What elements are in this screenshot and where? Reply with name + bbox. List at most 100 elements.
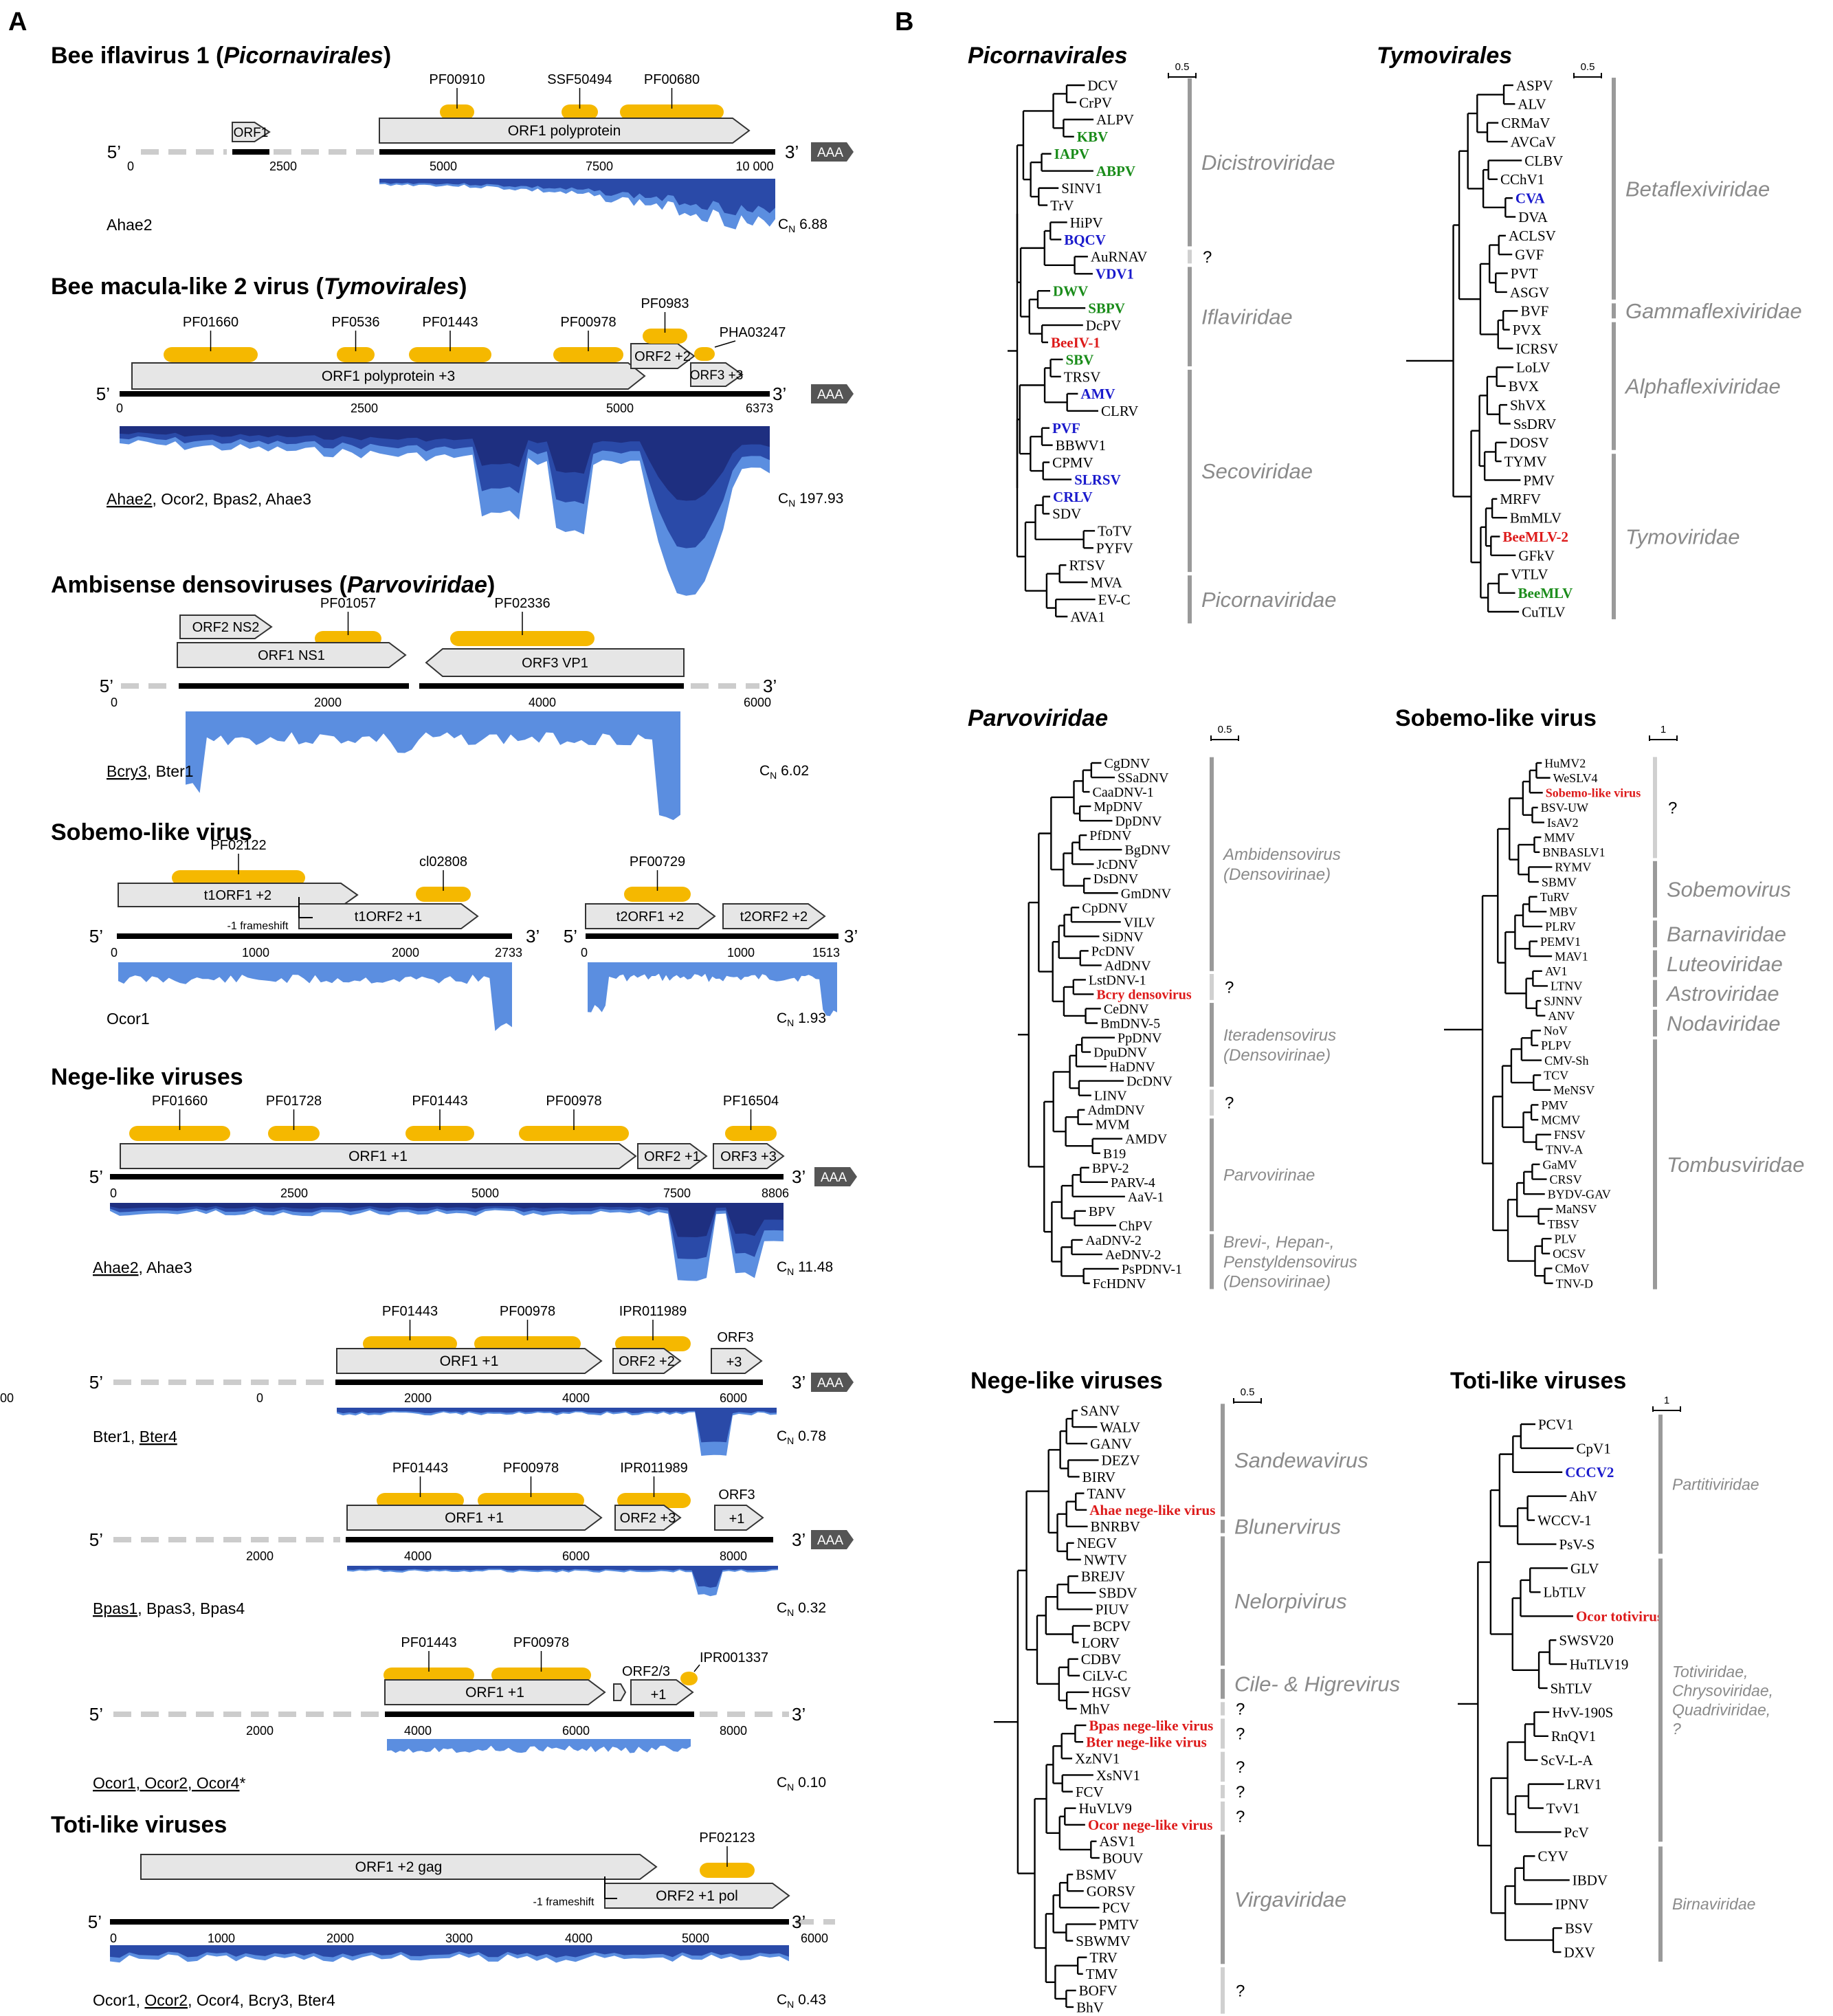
orf-arrow bbox=[722, 903, 826, 929]
family-label: Iteradensovirus bbox=[1223, 1026, 1336, 1045]
orf-arrow-label: ORF1 polyprotein bbox=[508, 123, 621, 139]
tree-leaf: CYV bbox=[1537, 1848, 1568, 1865]
tree-leaf: ASPV bbox=[1516, 77, 1553, 93]
tree-title: Tymovirales bbox=[1377, 43, 1512, 69]
scale-tick: 0 bbox=[111, 946, 118, 960]
tree-leaf: LINV bbox=[1094, 1089, 1127, 1104]
tree-leaf: CrPV bbox=[1079, 94, 1112, 111]
orf-arrow-label: t1ORF1 +2 bbox=[204, 888, 271, 903]
scale-tick: 0 bbox=[111, 696, 118, 709]
three-prime-label: 3’ bbox=[792, 1912, 806, 1932]
section-title: Toti-like viruses bbox=[51, 1812, 227, 1838]
family-bar bbox=[1221, 1404, 1225, 1517]
tree-leaf: CChV1 bbox=[1500, 171, 1544, 188]
polya-label: AAA bbox=[817, 1533, 843, 1548]
copy-number: CN 1.93 bbox=[777, 1010, 826, 1028]
tree-leaf: HiPV bbox=[1070, 214, 1103, 231]
tree-leaf: BQCV bbox=[1064, 232, 1106, 248]
scale-tick: 1000 bbox=[727, 946, 755, 960]
unassigned-mark: ? bbox=[1203, 248, 1212, 267]
coverage-plot-layer-1 bbox=[387, 1739, 691, 1753]
tree-leaf: ALPV bbox=[1096, 111, 1134, 128]
tree-leaf: SJNNV bbox=[1544, 994, 1582, 1008]
family-bar bbox=[1653, 1039, 1657, 1289]
tree-leaf: AdmDNV bbox=[1087, 1103, 1145, 1118]
orf-arrow-label: ORF3 +3 bbox=[690, 368, 744, 383]
copy-number: CN 0.10 bbox=[777, 1775, 826, 1793]
orf-arrow-label: t1ORF2 +1 bbox=[355, 909, 422, 924]
domain-PF00680 bbox=[620, 104, 724, 120]
polya-label: AAA bbox=[817, 1376, 843, 1391]
family-bar bbox=[1653, 861, 1657, 918]
unassigned-mark: ? bbox=[1236, 1725, 1245, 1744]
library-list: Ahae2, Ahae3 bbox=[93, 1259, 192, 1276]
genome-line bbox=[110, 1919, 789, 1925]
tree-leaf: PVF bbox=[1052, 420, 1080, 436]
tree-leaf: BSV-UW bbox=[1541, 801, 1588, 815]
tree-leaf: AVCaV bbox=[1511, 133, 1556, 150]
scale-label: 0.5 bbox=[1218, 724, 1232, 735]
domain-PF00729 bbox=[624, 887, 691, 902]
tree-leaf: PEMV1 bbox=[1540, 935, 1581, 949]
tree-leaf: HaDNV bbox=[1109, 1060, 1155, 1075]
tree-leaf: LoLV bbox=[1516, 359, 1550, 376]
tree-leaf: BREJV bbox=[1081, 1568, 1125, 1584]
copy-number: CN 0.43 bbox=[777, 1992, 826, 2010]
tree-leaf: BmDNV-5 bbox=[1100, 1017, 1160, 1032]
orf-arrow bbox=[336, 1348, 603, 1374]
leader-line bbox=[693, 1664, 700, 1672]
tree-leaf: FcHDNV bbox=[1093, 1276, 1146, 1292]
tree-leaf: VTLV bbox=[1511, 566, 1548, 583]
domain-PF01057-label: PF01057 bbox=[320, 596, 376, 611]
family-bar bbox=[1221, 1835, 1225, 1964]
tree-leaf: SWSV20 bbox=[1559, 1632, 1613, 1649]
tree-title: Nege-like viruses bbox=[970, 1368, 1163, 1394]
family-label: Penstyldensovirus bbox=[1223, 1253, 1357, 1272]
family-label: (Densovirinae) bbox=[1223, 1046, 1331, 1065]
tree-leaf: ACLSV bbox=[1509, 228, 1556, 244]
tree-leaf: MCMV bbox=[1541, 1113, 1580, 1127]
frameshift-label: -1 frameshift bbox=[227, 920, 289, 932]
family-label: Totiviridae, bbox=[1672, 1663, 1748, 1681]
family-bar bbox=[1188, 267, 1192, 366]
tree-leaf: MpDNV bbox=[1093, 799, 1143, 815]
tree-leaf: ScV-L-A bbox=[1540, 1752, 1593, 1769]
orf-arrow bbox=[379, 118, 751, 144]
scale-tick: 8806 bbox=[762, 1186, 789, 1200]
tree-leaf: PpDNV bbox=[1118, 1031, 1162, 1046]
scale-tick: 8000 bbox=[0, 1391, 14, 1405]
family-label: Barnaviridae bbox=[1667, 922, 1786, 946]
domain-PF0536 bbox=[337, 347, 375, 362]
tree-leaf: PMTV bbox=[1099, 1916, 1139, 1933]
tree-leaf: BNBASLV1 bbox=[1542, 845, 1605, 859]
polya-tail bbox=[811, 1373, 854, 1392]
scale-tick: 2733 bbox=[495, 946, 522, 960]
genome-line bbox=[346, 1537, 773, 1542]
five-prime-label: 5’ bbox=[564, 926, 577, 946]
orf-label: +3 bbox=[726, 1355, 742, 1370]
family-bar bbox=[1210, 974, 1214, 1000]
unassigned-mark: ? bbox=[1236, 1758, 1245, 1777]
library-list: Ocor1 bbox=[107, 1010, 150, 1028]
family-label: Parvovirinae bbox=[1223, 1166, 1315, 1185]
library-name: Ocor1 bbox=[107, 1010, 150, 1028]
tree-leaf: PVT bbox=[1511, 265, 1538, 282]
tree-leaf: DpDNV bbox=[1115, 814, 1162, 829]
tree-leaf: GANV bbox=[1090, 1436, 1132, 1452]
tree-title: Picornavirales bbox=[968, 43, 1127, 69]
tree-leaf: TNV-A bbox=[1546, 1143, 1583, 1157]
library-name: , Ocor4, Bcry3, Bter4 bbox=[188, 1991, 335, 2009]
family-label: (Densovirinae) bbox=[1223, 865, 1331, 884]
family-bar bbox=[1612, 454, 1616, 619]
tree-leaf: ChPV bbox=[1119, 1219, 1153, 1234]
unassigned-mark: ? bbox=[1236, 1700, 1245, 1718]
domain-IPR011989 bbox=[615, 1336, 691, 1351]
tree-leaf: XsNV1 bbox=[1096, 1767, 1140, 1784]
tree-leaf: GORSV bbox=[1087, 1883, 1135, 1900]
tree-leaf: LORV bbox=[1082, 1635, 1120, 1651]
domain-PF01443 bbox=[363, 1336, 457, 1351]
three-prime-label: 3’ bbox=[773, 384, 786, 404]
tree-leaf: CRLV bbox=[1053, 489, 1093, 505]
tree-leaf: ASV1 bbox=[1100, 1833, 1136, 1850]
tree-leaf: PcDNV bbox=[1091, 944, 1135, 959]
